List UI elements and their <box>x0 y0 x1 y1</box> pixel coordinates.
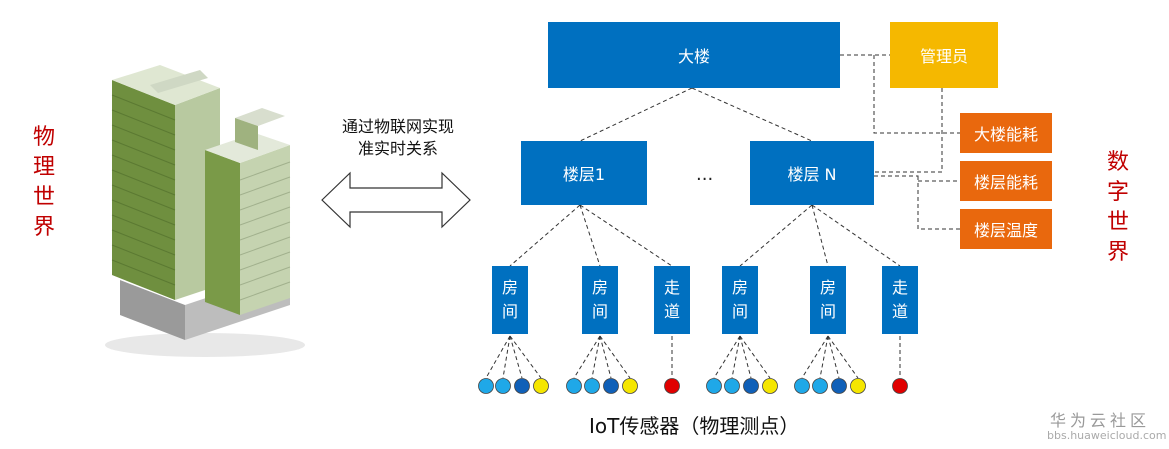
digital-world-label: 数字世界 <box>1106 150 1129 265</box>
sensor-dot <box>478 378 494 394</box>
sensors <box>478 378 908 394</box>
room-label: 房 <box>591 278 608 297</box>
connection-caption-line1: 通过物联网实现 <box>341 117 454 136</box>
sensor-dot <box>622 378 638 394</box>
connection-caption: 通过物联网实现 准实时关系 <box>318 116 478 160</box>
physical-world-label: 物理世界 <box>32 125 55 240</box>
sensor-dot <box>762 378 778 394</box>
connection-caption-line2: 准实时关系 <box>357 139 438 158</box>
room-label: 房 <box>819 278 836 297</box>
sensor-dot <box>566 378 582 394</box>
sensor-dot <box>850 378 866 394</box>
building-node[interactable]: 大楼 <box>548 22 840 88</box>
room-label: 房 <box>731 278 748 297</box>
floor-1-node[interactable]: 楼层1 <box>521 141 647 205</box>
sensor-dot <box>495 378 511 394</box>
metric-floor-energy[interactable]: 楼层能耗 <box>960 161 1052 201</box>
sensor-dot <box>514 378 530 394</box>
room-label: 房 <box>501 278 518 297</box>
double-arrow <box>321 171 471 229</box>
corridor-label: 走 <box>891 278 908 297</box>
metric-building-energy[interactable]: 大楼能耗 <box>960 113 1052 153</box>
sensor-dot <box>533 378 549 394</box>
corridor-label: 道 <box>663 302 680 321</box>
sensor-dot <box>664 378 680 394</box>
watermark-url: bbs.huaweicloud.com <box>1047 429 1167 442</box>
sensor-dot <box>892 378 908 394</box>
corridor-label: 走 <box>663 278 680 297</box>
room-node[interactable]: 房 间 <box>582 266 618 334</box>
sensor-dot <box>794 378 810 394</box>
sensor-dot <box>706 378 722 394</box>
sensor-dot <box>603 378 619 394</box>
watermark-title: 华为云社区 <box>1050 411 1151 430</box>
corridor-node[interactable]: 走 道 <box>882 266 918 334</box>
corridor-label: 道 <box>891 302 908 321</box>
room-label: 间 <box>731 302 748 321</box>
floors-ellipsis: ... <box>696 164 714 185</box>
floor-n-node[interactable]: 楼层 N <box>750 141 874 205</box>
metric-floor-temperature[interactable]: 楼层温度 <box>960 209 1052 249</box>
room-node[interactable]: 房 间 <box>810 266 846 334</box>
room-label: 间 <box>501 302 518 321</box>
manager-node[interactable]: 管理员 <box>890 22 998 88</box>
room-node[interactable]: 房 间 <box>722 266 758 334</box>
corridor-node[interactable]: 走 道 <box>654 266 690 334</box>
sensor-dot <box>724 378 740 394</box>
sensor-caption: IoT传感器（物理测点） <box>589 414 800 438</box>
sensor-dot <box>584 378 600 394</box>
room-label: 间 <box>591 302 608 321</box>
connector-lines <box>485 54 960 379</box>
room-node[interactable]: 房 间 <box>492 266 528 334</box>
sensor-dot <box>812 378 828 394</box>
sensor-dot <box>743 378 759 394</box>
building-illustration <box>105 65 305 357</box>
sensor-dot <box>831 378 847 394</box>
room-label: 间 <box>819 302 836 321</box>
